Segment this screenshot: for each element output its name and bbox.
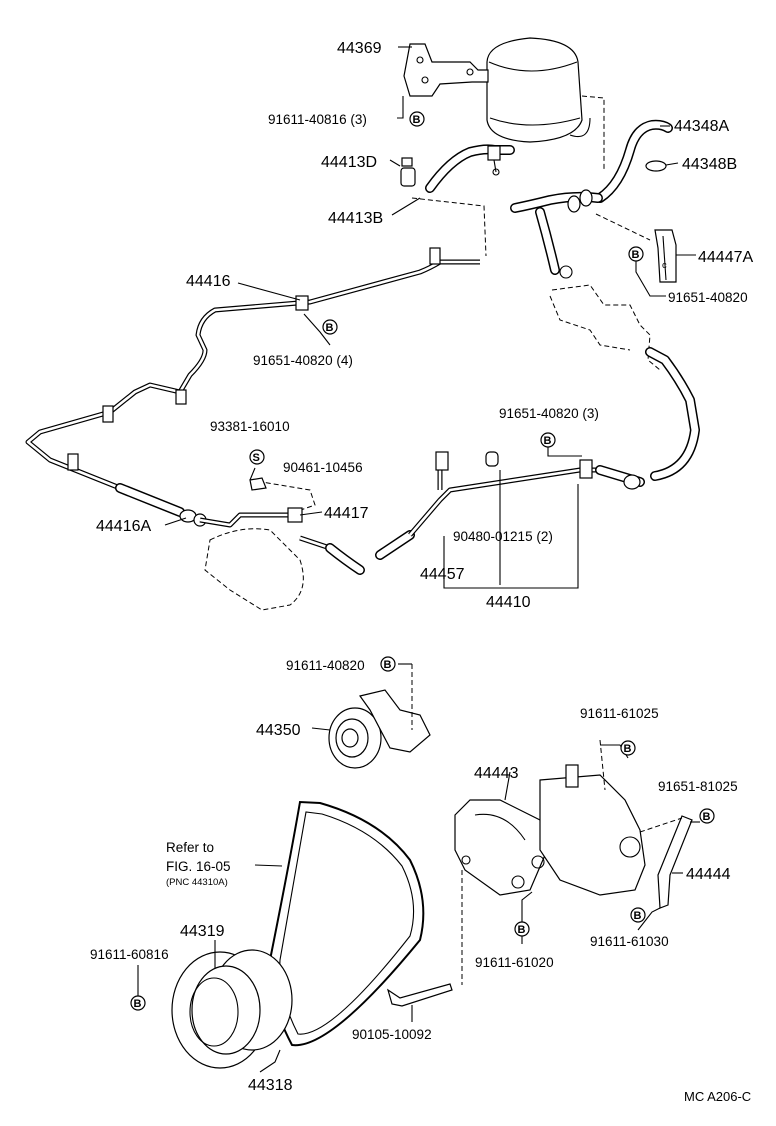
label-91611-61030: 91611-61030 xyxy=(590,934,669,949)
svg-text:S: S xyxy=(253,452,260,464)
svg-text:B: B xyxy=(703,811,711,823)
label-91611-60816: 91611-60816 xyxy=(90,947,169,962)
symbol-b-91611-60816: B xyxy=(130,995,146,1011)
label-91611-40816: 91611-40816 (3) xyxy=(268,112,367,127)
symbol-b-44447a: B xyxy=(628,246,644,262)
label-44444: 44444 xyxy=(686,866,731,883)
label-93381-16010: 93381-16010 xyxy=(210,419,290,434)
svg-text:c: c xyxy=(662,260,667,271)
svg-text:B: B xyxy=(384,659,392,671)
symbol-s-93381-16010: S xyxy=(249,449,265,465)
clip-44413d xyxy=(400,157,416,187)
bracket-44457 xyxy=(435,451,593,479)
reservoir-tank xyxy=(486,37,605,170)
svg-text:B: B xyxy=(634,910,642,922)
label-44457: 44457 xyxy=(420,566,465,583)
label-90480-01215: 90480-01215 (2) xyxy=(453,529,553,544)
label-44416: 44416 xyxy=(186,273,231,290)
symbol-b-91651-81025: B xyxy=(699,808,715,824)
union-44417 xyxy=(199,507,303,528)
label-91611-61020: 91611-61020 xyxy=(475,955,554,970)
leader-44447a-dashed xyxy=(595,213,651,241)
svg-text:B: B xyxy=(624,743,632,755)
symbol-b-91611-61020: B xyxy=(514,921,530,937)
label-90105-10092: 90105-10092 xyxy=(352,1027,432,1042)
symbol-b-91611-40816: B xyxy=(409,111,425,127)
label-44413d: 44413D xyxy=(321,154,377,171)
pressure-tube-44416 xyxy=(25,259,480,491)
symbol-b-91651-40820-4: B xyxy=(322,319,338,335)
leader-91651-40820-a xyxy=(635,255,666,297)
reservoir-bracket-44369 xyxy=(403,43,489,97)
hose-44416a xyxy=(115,483,207,527)
label-91651-40820-4: 91651-40820 (4) xyxy=(253,353,353,368)
steering-gear-outline-dashed xyxy=(204,479,316,611)
tube-clamps-44416 xyxy=(67,247,441,471)
symbol-b-91611-40820: B xyxy=(380,656,396,672)
drive-belt xyxy=(268,800,425,1047)
label-44350: 44350 xyxy=(256,722,301,739)
clamp-bracket-44447a: c xyxy=(654,229,677,283)
leader-44413b-dashed xyxy=(411,197,487,257)
bolt-90105-10092 xyxy=(386,870,463,1022)
symbol-b-91611-61030: B xyxy=(630,907,646,923)
pump-outline-dashed xyxy=(549,265,661,371)
label-91651-81025: 91651-81025 xyxy=(658,779,738,794)
power-steering-pump xyxy=(539,739,646,896)
svg-text:B: B xyxy=(326,322,334,334)
label-44348b: 44348B xyxy=(682,156,737,173)
label-44417: 44417 xyxy=(324,505,369,522)
return-hose-44413b xyxy=(425,144,515,193)
svg-text:B: B xyxy=(632,249,640,261)
callout-labels: 44369 91611-40816 (3) 44348A 44413D 4434… xyxy=(90,40,753,1104)
svg-text:B: B xyxy=(134,998,142,1010)
reference-line-3: (PNC 44310A) xyxy=(166,877,228,888)
label-44319: 44319 xyxy=(180,923,225,940)
label-91611-61025: 91611-61025 xyxy=(580,706,659,721)
pump-bracket-44443 xyxy=(454,799,546,896)
clamp-90461-10456 xyxy=(249,477,267,491)
label-44369: 44369 xyxy=(337,40,382,57)
symbol-b-91611-61025: B xyxy=(620,740,636,756)
idler-pulley-44350 xyxy=(328,664,431,769)
label-44416a: 44416A xyxy=(96,518,151,535)
label-91651-40820-3: 91651-40820 (3) xyxy=(499,406,599,421)
leader-lines xyxy=(137,46,700,1073)
label-44443: 44443 xyxy=(474,765,519,782)
label-91651-40820-a: 91651-40820 xyxy=(668,290,748,305)
label-44348a: 44348A xyxy=(674,118,729,135)
label-91611-40820: 91611-40820 xyxy=(286,658,365,673)
adjusting-bar-44444 xyxy=(639,815,693,909)
tube-group-leaders xyxy=(443,470,579,589)
hose-clamp-44348b xyxy=(567,160,667,213)
svg-text:B: B xyxy=(518,924,526,936)
label-44318: 44318 xyxy=(248,1077,293,1094)
label-90461-10456: 90461-10456 xyxy=(283,460,363,475)
reference-line-2: FIG. 16-05 xyxy=(166,859,231,874)
crank-pulley-44318 xyxy=(171,949,293,1069)
label-44410: 44410 xyxy=(486,594,531,611)
label-44447a: 44447A xyxy=(698,249,753,266)
reference-line-1: Refer to xyxy=(166,840,214,855)
label-44413b: 44413B xyxy=(328,210,383,227)
svg-text:B: B xyxy=(413,114,421,126)
figure-code: MC A206-C xyxy=(684,1089,751,1104)
svg-text:B: B xyxy=(544,435,552,447)
symbol-b-91651-40820-3: B xyxy=(540,432,556,448)
